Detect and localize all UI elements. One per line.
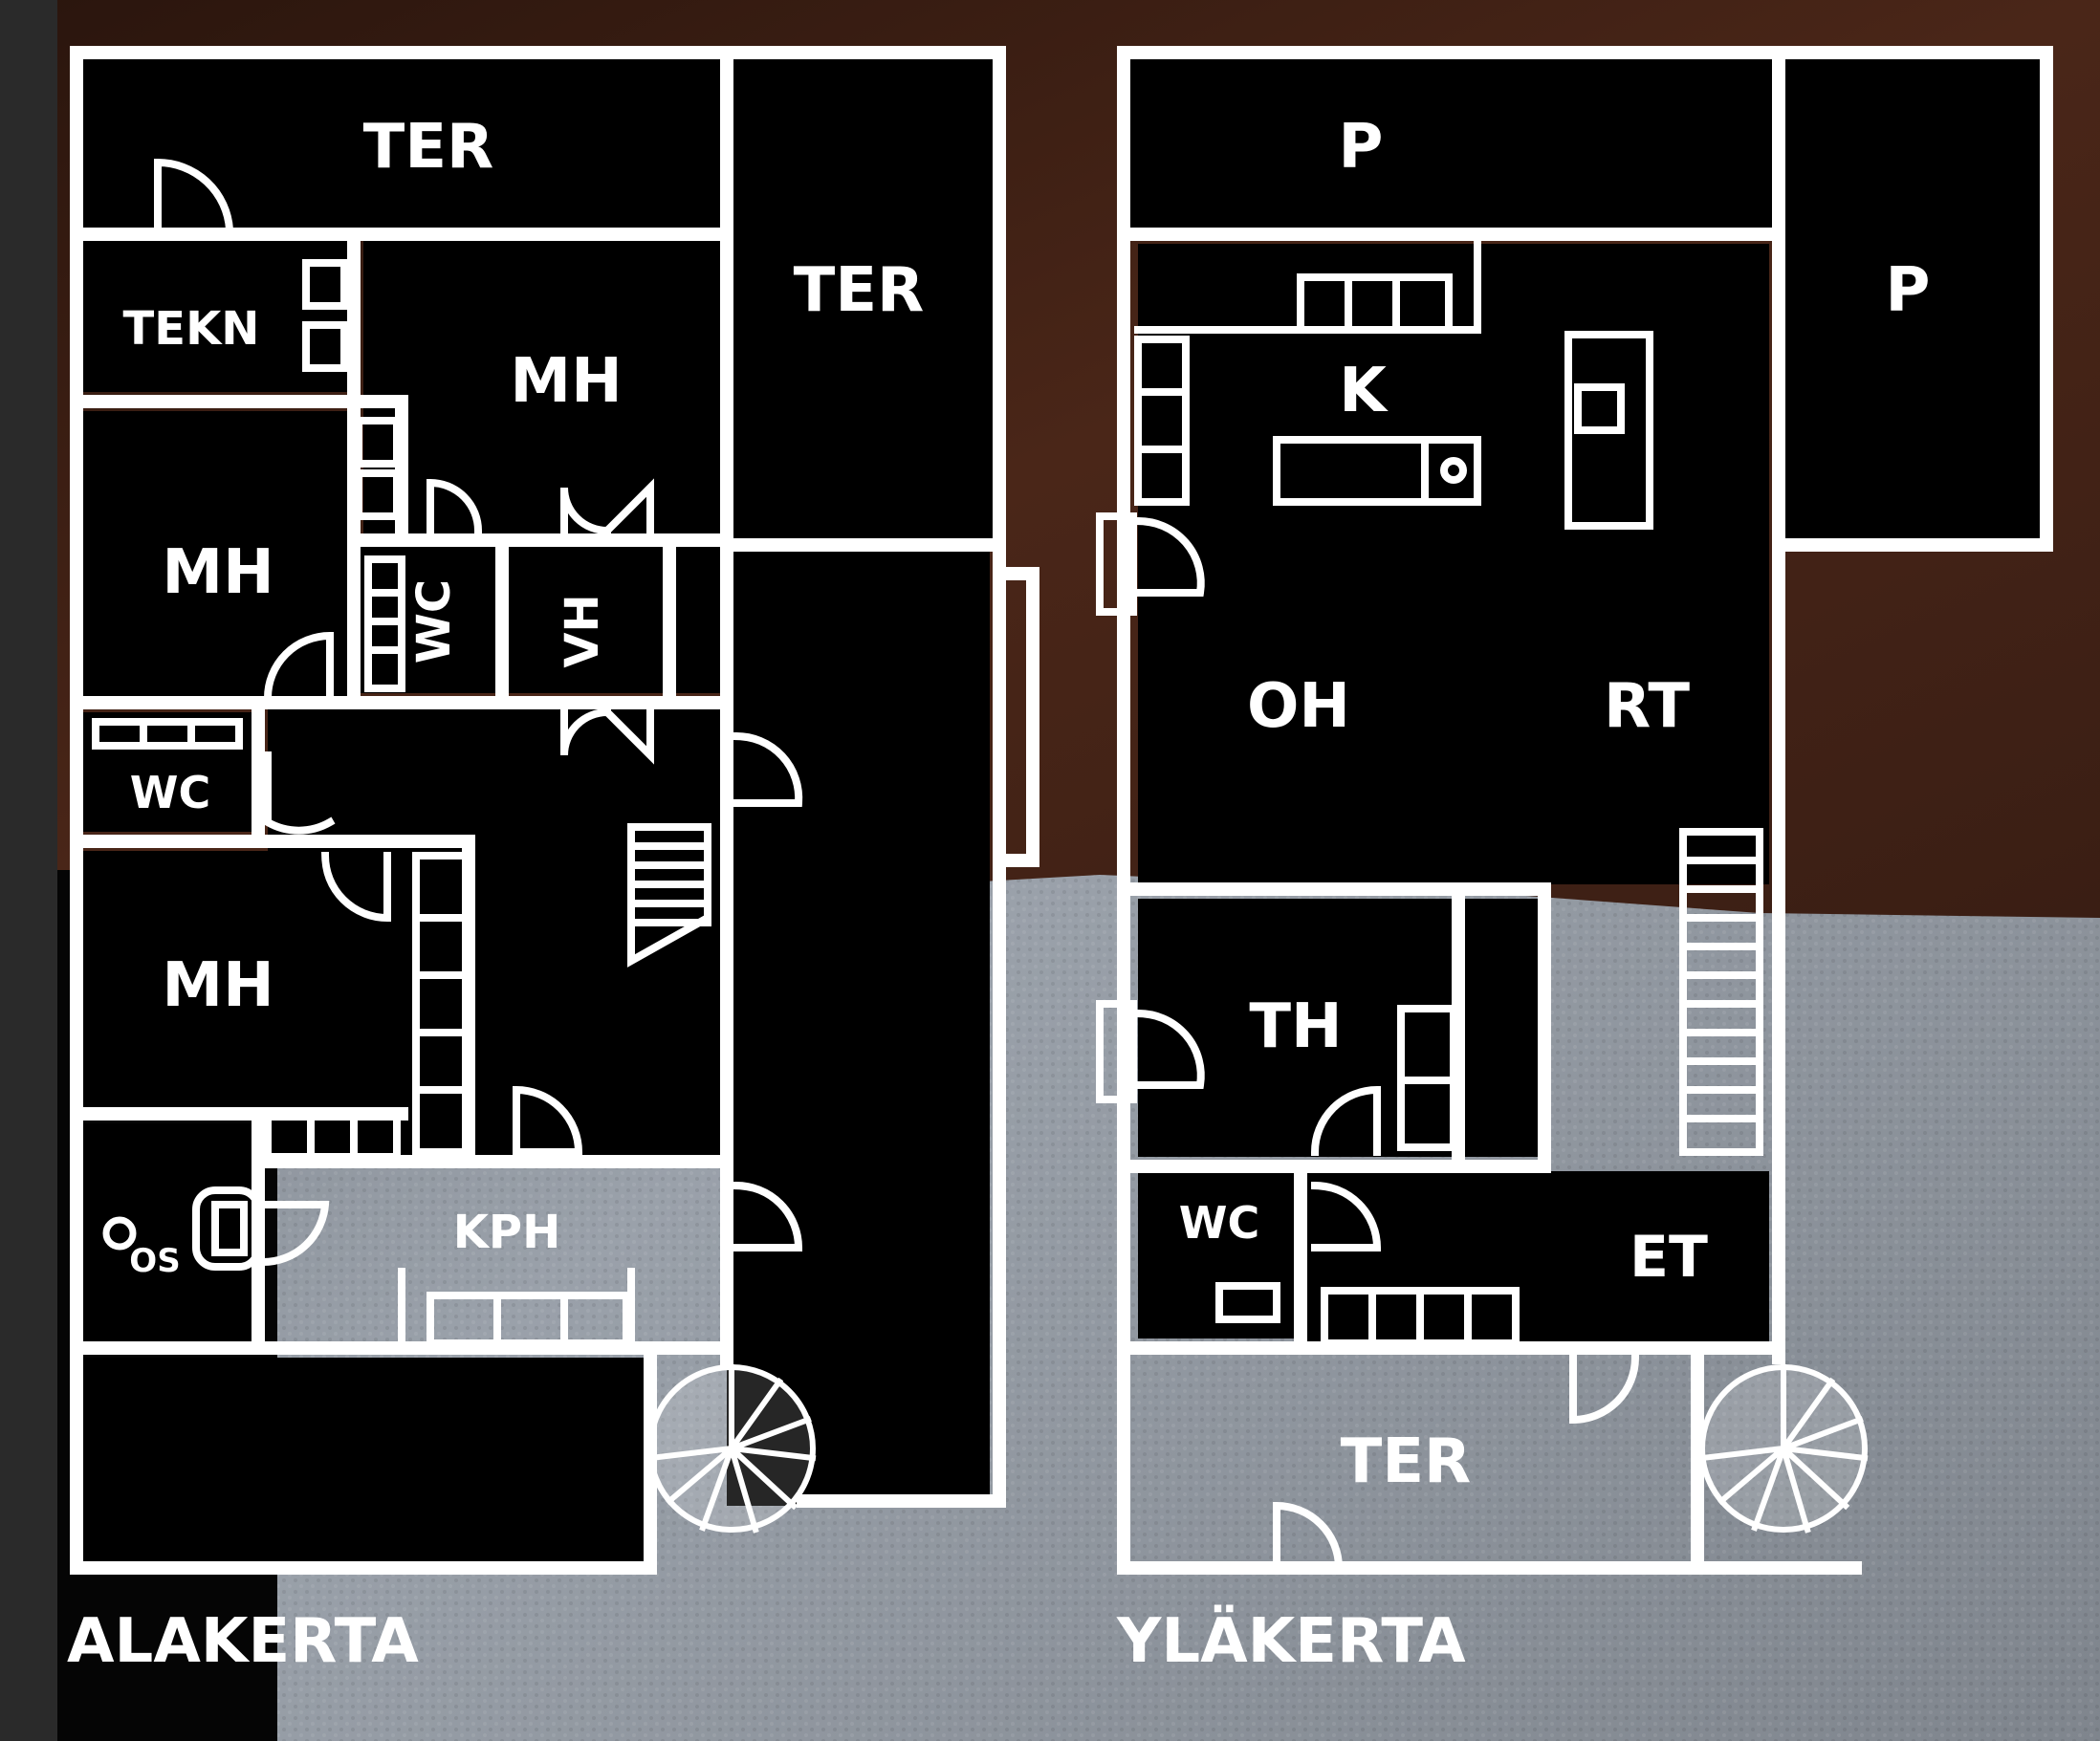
room-fill-right-lower <box>727 550 990 1506</box>
room-fill-p-right <box>1783 55 2046 543</box>
room-label-p-top: P <box>1339 112 1384 183</box>
alakerta-plan <box>70 46 1039 1575</box>
ylakerta-fixtures <box>1134 240 1653 1347</box>
room-fill-corridor <box>268 707 722 1166</box>
room-label-ter-right: TER <box>794 255 925 326</box>
floor-title-ylakerta: YLÄKERTA <box>1116 1604 1466 1677</box>
room-label-mh-upper: MH <box>510 346 622 417</box>
room-fill-wc-vh <box>354 540 722 693</box>
ylakerta-wall-th-b <box>1117 892 1551 1173</box>
alakerta-wall-wc-vh <box>495 533 676 709</box>
ylakerta-spiral-stair <box>1698 1364 1869 1534</box>
floor-title-alakerta: ALAKERTA <box>67 1606 419 1677</box>
alakerta-spiral-stair <box>646 1364 817 1534</box>
room-fill-k-oh-rt <box>1138 244 1769 884</box>
room-fill-wc-small <box>81 712 253 832</box>
room-label-mh-lower: MH <box>162 950 273 1021</box>
ylakerta-left-wall <box>1117 46 1862 1575</box>
alakerta-wall-tekn-h <box>70 395 408 547</box>
room-label-et: ET <box>1630 1224 1708 1291</box>
alakerta-right-box <box>993 567 1039 867</box>
ylakerta-stairs <box>1679 828 1763 1156</box>
room-fill-th <box>1138 899 1540 1157</box>
room-fill-bottom-left <box>81 1358 645 1568</box>
room-label-wc-small: WC <box>130 767 211 818</box>
room-label-mh-left: MH <box>162 537 273 608</box>
room-label-ter-upper: TER <box>1341 1426 1472 1497</box>
room-label-wc-mid: WC <box>407 579 461 664</box>
room-fill-ter-top <box>81 55 722 228</box>
alakerta-fixtures <box>92 259 635 1347</box>
room-fill-mh-lower <box>81 851 273 1109</box>
room-label-ter-top: TER <box>363 112 494 183</box>
room-fill-storage <box>81 1123 253 1343</box>
alakerta-doors <box>154 158 803 1267</box>
room-label-os: OS <box>129 1242 180 1280</box>
room-fill-mh-upper <box>363 239 722 535</box>
room-fill-p-top <box>1128 55 1779 228</box>
alakerta-sauna-stove <box>102 1216 137 1251</box>
room-label-wc-upper: WC <box>1179 1197 1260 1249</box>
alakerta-outer-wall <box>70 46 1006 1508</box>
room-fill-et <box>1305 1171 1769 1343</box>
room-label-vh: VH <box>556 594 609 667</box>
ylakerta-doors <box>1096 512 1640 1573</box>
room-fill-mh-left <box>81 411 349 698</box>
room-label-th: TH <box>1249 991 1342 1062</box>
ylakerta-outer-wall <box>1117 46 2053 552</box>
room-label-tekn: TEKN <box>123 302 260 356</box>
room-label-rt: RT <box>1604 671 1690 742</box>
room-label-p-right: P <box>1886 255 1931 326</box>
room-fill-ter-right <box>727 55 995 543</box>
left-dark-edge <box>0 0 57 1741</box>
ylakerta-plan <box>1096 46 2053 1575</box>
room-label-kph: KPH <box>453 1206 561 1259</box>
alakerta-stairs <box>627 823 711 968</box>
room-label-oh: OH <box>1247 671 1350 742</box>
room-label-k: K <box>1339 356 1389 426</box>
